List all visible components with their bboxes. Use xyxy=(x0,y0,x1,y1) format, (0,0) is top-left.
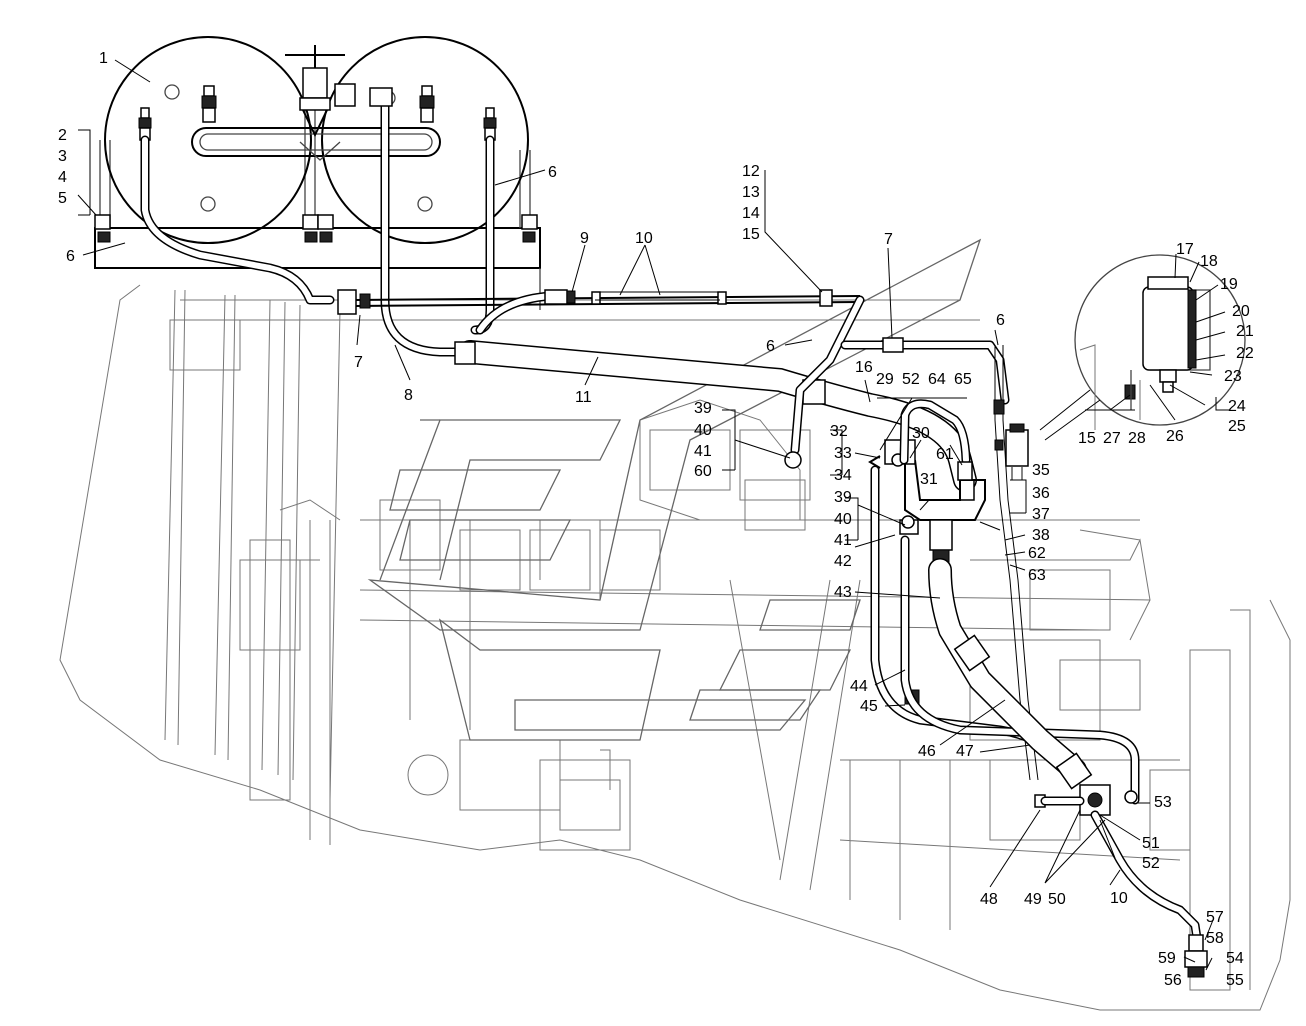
callout-58: 58 xyxy=(1206,930,1224,947)
pipe-6-left xyxy=(140,135,335,305)
callout-16: 16 xyxy=(855,359,873,376)
callout-15a: 15 xyxy=(742,226,760,243)
callout-53: 53 xyxy=(1154,794,1172,811)
callout-46: 46 xyxy=(918,743,936,760)
callout-56: 56 xyxy=(1164,972,1182,989)
callout-17: 17 xyxy=(1176,241,1194,258)
pump-51 xyxy=(1034,784,1111,816)
callout-11: 11 xyxy=(575,389,592,406)
callout-55: 55 xyxy=(1226,972,1244,989)
filter-35 xyxy=(1005,423,1029,480)
flow-arrow-overlay xyxy=(367,238,982,741)
callout-41a: 41 xyxy=(694,443,712,460)
main-line-7-9-10 xyxy=(337,289,861,335)
pipe-6-mid xyxy=(784,295,865,469)
callout-8: 8 xyxy=(404,387,413,404)
pipe-6-right-tank xyxy=(470,135,495,335)
callout-6c: 6 xyxy=(766,338,775,355)
callout-50: 50 xyxy=(1048,891,1066,908)
tank-valves xyxy=(138,85,497,141)
callout-52a: 52 xyxy=(902,371,920,388)
callout-57: 57 xyxy=(1206,909,1224,926)
callout-labels: 1 2 3 4 5 6 6 6 6 7 7 8 9 10 10 11 12 13… xyxy=(58,50,1254,989)
callout-27: 27 xyxy=(1103,430,1121,447)
callout-60: 60 xyxy=(694,463,712,480)
callout-42: 42 xyxy=(834,553,852,570)
callout-44: 44 xyxy=(850,678,868,695)
callout-23: 23 xyxy=(1224,368,1242,385)
callout-4: 4 xyxy=(58,169,67,186)
callout-6d: 6 xyxy=(996,312,1005,329)
callout-64: 64 xyxy=(928,371,946,388)
callout-45: 45 xyxy=(860,698,878,715)
callout-29: 29 xyxy=(876,371,894,388)
callout-6b: 6 xyxy=(548,164,557,181)
callout-38: 38 xyxy=(1032,527,1050,544)
air-tank-left xyxy=(104,36,312,244)
callout-61: 61 xyxy=(936,446,954,463)
drain-valve xyxy=(285,45,356,138)
callout-21: 21 xyxy=(1236,323,1254,340)
callout-9: 9 xyxy=(580,230,589,247)
callout-40a: 40 xyxy=(694,422,712,439)
callout-63: 63 xyxy=(1028,567,1046,584)
pipe-30 xyxy=(899,399,973,481)
callout-51: 51 xyxy=(1142,835,1160,852)
callout-13: 13 xyxy=(742,184,760,201)
callout-19: 19 xyxy=(1220,276,1238,293)
callout-10a: 10 xyxy=(635,230,653,247)
callout-5: 5 xyxy=(58,190,67,207)
callout-33: 33 xyxy=(834,445,852,462)
callout-65: 65 xyxy=(954,371,972,388)
callout-34: 34 xyxy=(834,467,852,484)
callout-15b: 15 xyxy=(1078,430,1096,447)
callout-62: 62 xyxy=(1028,545,1046,562)
callout-26: 26 xyxy=(1166,428,1184,445)
engine-outline xyxy=(59,284,1291,1011)
callout-49: 49 xyxy=(1024,891,1042,908)
callout-10b: 10 xyxy=(1110,890,1128,907)
callout-1: 1 xyxy=(99,50,108,67)
hose-11 xyxy=(454,340,977,501)
callout-28: 28 xyxy=(1128,430,1146,447)
callout-30: 30 xyxy=(912,425,930,442)
callout-20: 20 xyxy=(1232,303,1250,320)
callout-52b: 52 xyxy=(1142,855,1160,872)
callout-54: 54 xyxy=(1226,950,1244,967)
callout-31: 31 xyxy=(920,471,938,488)
air-tank-right xyxy=(321,36,529,244)
callout-24: 24 xyxy=(1228,398,1246,415)
callout-47: 47 xyxy=(956,743,974,760)
callout-2: 2 xyxy=(58,127,67,144)
filter-detail-inset xyxy=(1039,254,1246,441)
callout-40b: 40 xyxy=(834,511,852,528)
tank-support-frame xyxy=(94,100,541,310)
callout-25: 25 xyxy=(1228,418,1246,435)
callout-22: 22 xyxy=(1236,345,1254,362)
pipe-46 xyxy=(900,535,1140,805)
callout-32: 32 xyxy=(830,423,848,440)
callout-6a: 6 xyxy=(66,248,75,265)
callout-39b: 39 xyxy=(834,489,852,506)
callout-43: 43 xyxy=(834,584,852,601)
hose-43 xyxy=(928,558,1093,790)
callout-3: 3 xyxy=(58,148,67,165)
callout-7b: 7 xyxy=(884,231,893,248)
callout-59: 59 xyxy=(1158,950,1176,967)
callout-14: 14 xyxy=(742,205,760,222)
callout-37: 37 xyxy=(1032,506,1050,523)
callout-36: 36 xyxy=(1032,485,1050,502)
callout-48: 48 xyxy=(980,891,998,908)
callout-35: 35 xyxy=(1032,462,1050,479)
callout-39a: 39 xyxy=(694,400,712,417)
callout-7a: 7 xyxy=(354,354,363,371)
callout-18: 18 xyxy=(1200,253,1218,270)
callout-12: 12 xyxy=(742,163,760,180)
leader-lines xyxy=(77,59,1230,971)
pipe-10-lower xyxy=(1090,810,1208,978)
callout-41b: 41 xyxy=(834,532,852,549)
